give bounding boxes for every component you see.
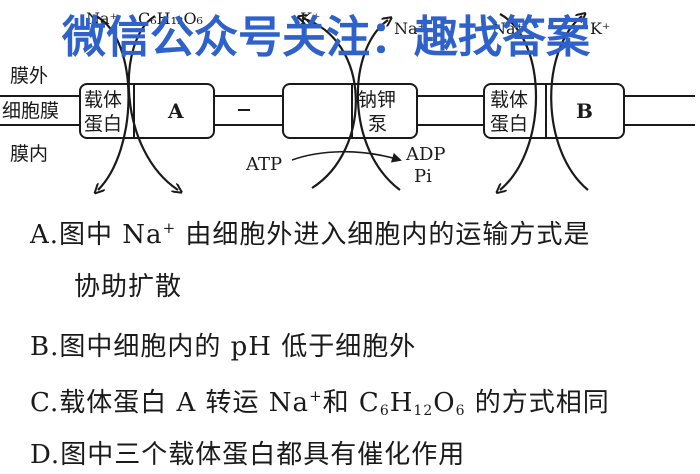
carrier-a-label-2: 蛋白 — [84, 113, 122, 135]
option-a: A.图中 Na+ 由细胞外进入细胞内的运输方式是 — [30, 220, 590, 250]
ion-k-b: K⁺ — [590, 19, 610, 38]
ion-na-b: Na⁺ — [492, 19, 524, 38]
arrow-glucose-in-a — [127, 15, 178, 190]
ion-na-pump: Na⁺ — [394, 19, 426, 38]
arrow-na-out-pump — [356, 20, 401, 191]
transport-arrows — [96, 13, 589, 191]
arrow-k-in-pump — [302, 18, 357, 189]
watermark-text: 微信公众号关注：趣找答案 — [61, 12, 591, 63]
pump-label-1: 钠钾 — [358, 89, 396, 111]
ion-k-pump: K⁺ — [300, 9, 320, 28]
pump-label-2: 泵 — [368, 113, 387, 135]
ion-glucose: C₆H₁₂O₆ — [138, 9, 203, 28]
option-d: D.图中三个载体蛋白都具有催化作用 — [30, 440, 465, 470]
option-c-sub3: 6 — [455, 403, 466, 419]
pi-label: Pi — [414, 166, 432, 187]
option-a-text-post: 由细胞外进入细胞内的运输方式是 — [176, 220, 591, 250]
option-d-letter: D. — [30, 440, 61, 470]
atp-label: ATP — [245, 154, 282, 175]
ion-na-a: Na⁺ — [86, 9, 118, 28]
option-c: C.载体蛋白 A 转运 Na+和 C6H12O6 的方式相同 — [30, 388, 610, 418]
adp-label: ADP — [405, 144, 446, 165]
label-inside: 膜内 — [10, 143, 48, 165]
option-c-pre: 载体蛋白 A 转运 Na — [59, 388, 310, 418]
arrow-na-in-b — [500, 13, 538, 190]
label-membrane: 细胞膜 — [2, 100, 59, 122]
option-c-mid: 和 C — [322, 388, 380, 418]
option-a-sup: + — [162, 219, 177, 237]
option-a-letter: A. — [30, 220, 60, 250]
option-a-line2: 协助扩散 — [74, 272, 183, 302]
box-b-label: B — [576, 99, 593, 123]
carrier-b-label-2: 蛋白 — [490, 113, 528, 135]
option-a-text-pre: 图中 Na — [59, 220, 163, 250]
option-c-post: 的方式相同 — [465, 388, 610, 418]
label-outside: 膜外 — [10, 65, 48, 87]
option-b: B.图中细胞内的 pH 低于细胞外 — [30, 332, 416, 362]
carrier-protein-b: 载体 蛋白 B — [483, 83, 625, 139]
carrier-protein-a: 载体 蛋白 A — [79, 83, 215, 139]
sodium-potassium-pump: 钠钾 泵 — [282, 83, 418, 139]
carrier-b-label-1: 载体 — [490, 89, 528, 111]
option-b-letter: B. — [30, 332, 60, 362]
arrow-atp-to-adp — [291, 150, 402, 163]
option-d-text: 图中三个载体蛋白都具有催化作用 — [60, 440, 466, 470]
membrane-label-bg — [0, 100, 76, 122]
option-b-text: 图中细胞内的 pH 低于细胞外 — [59, 332, 417, 362]
option-c-h: H — [389, 388, 414, 418]
carrier-a-label-1: 载体 — [84, 89, 122, 111]
box-a-label: A — [167, 99, 184, 123]
option-c-sub1: 6 — [379, 403, 390, 419]
arrow-k-out-b — [550, 16, 589, 191]
option-c-letter: C. — [30, 388, 60, 418]
option-c-sub2: 12 — [413, 403, 434, 419]
membrane-transport-diagram: 膜外 细胞膜 膜内 载体 蛋白 A 钠钾 泵 载体 蛋白 B Na⁺ C₆H₁₂… — [0, 9, 695, 215]
option-c-sup: + — [309, 387, 323, 405]
option-c-o: O — [433, 388, 456, 418]
